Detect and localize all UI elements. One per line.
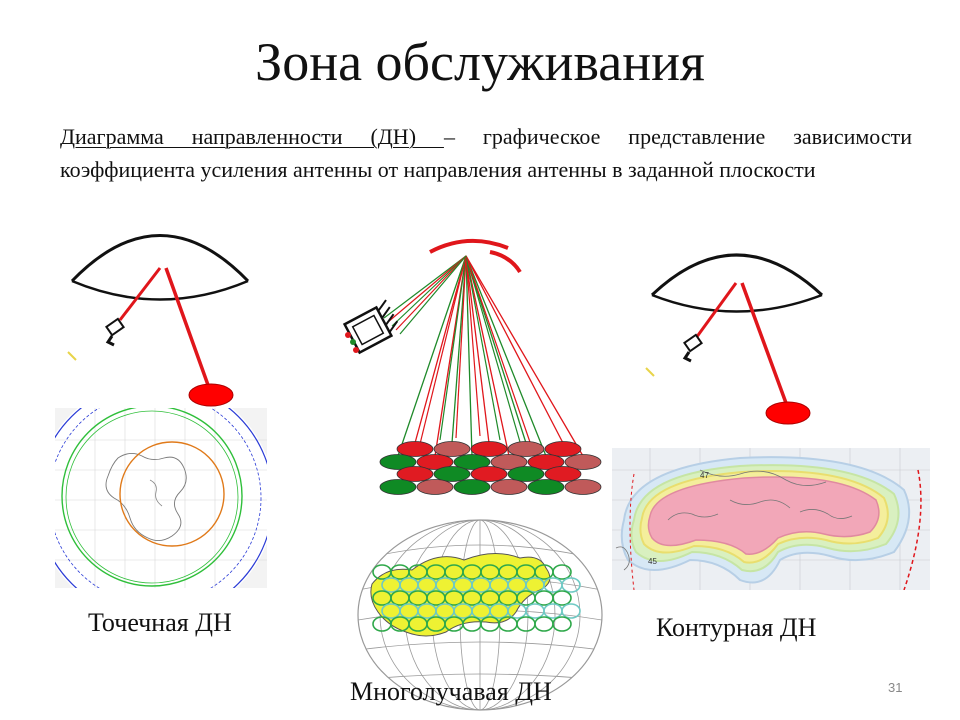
page-number: 31 xyxy=(888,680,903,695)
earth-dome-icon xyxy=(429,238,522,274)
spot-beam-footprint xyxy=(188,383,234,407)
beam-line xyxy=(414,255,467,444)
caption-contour-beam: Контурная ДН xyxy=(656,613,817,642)
beam-cell xyxy=(470,441,508,457)
beam-line xyxy=(399,255,467,335)
beam-cell xyxy=(433,466,471,482)
beam-cell xyxy=(453,479,491,495)
beam-cell xyxy=(507,466,545,482)
beam-line xyxy=(419,255,467,445)
beam-line xyxy=(465,255,564,444)
beam-cell xyxy=(564,479,602,495)
beam-line xyxy=(439,255,467,441)
beam-line xyxy=(465,255,501,441)
beam-line xyxy=(397,255,467,457)
earth-dome-icon xyxy=(70,234,250,301)
globe-cell xyxy=(561,603,581,619)
definition-term: Диаграмма направленности (ДН) xyxy=(60,124,444,149)
contour-beam-diagram: 47 45 xyxy=(612,253,930,590)
beam-line xyxy=(451,255,467,444)
beam-line xyxy=(465,255,490,444)
beam-cell xyxy=(527,454,565,470)
beam-line xyxy=(465,255,521,443)
beam-cell xyxy=(396,466,434,482)
beam-cell xyxy=(507,441,545,457)
spot-coverage-map xyxy=(55,408,267,588)
beam-cell xyxy=(416,479,454,495)
beam-line xyxy=(465,255,510,457)
beam-line xyxy=(465,255,547,457)
satellite-icon xyxy=(645,333,703,377)
globe-beam-cells xyxy=(372,564,581,632)
beam-cells xyxy=(379,441,602,495)
globe-cell xyxy=(561,577,581,593)
contour-coverage-map: 47 45 xyxy=(612,448,930,590)
beam-line xyxy=(395,255,467,331)
globe-cell xyxy=(552,564,572,580)
beam-cell xyxy=(544,466,582,482)
beam-cell xyxy=(396,441,434,457)
earth-dome-icon xyxy=(650,253,824,313)
caption-multibeam: Многолучавая ДН xyxy=(350,677,552,706)
beam-cell xyxy=(564,454,602,470)
beam-cell xyxy=(527,479,565,495)
multibeam-diagram xyxy=(342,238,603,711)
beam-line xyxy=(455,255,467,439)
beam-cell xyxy=(470,466,508,482)
beam-line xyxy=(465,255,473,457)
slide-title: Зона обслуживания xyxy=(255,32,705,92)
beam-line xyxy=(465,255,481,437)
contour-label-47: 47 xyxy=(700,471,709,480)
definition-rest: – графическое представление зависимости … xyxy=(60,124,912,182)
beam-lines xyxy=(383,255,584,457)
globe-icon xyxy=(357,519,603,711)
beam-line xyxy=(383,255,467,319)
beam-line xyxy=(391,255,467,327)
beam-cell xyxy=(416,454,454,470)
satellite-icon xyxy=(342,299,399,355)
beam-cell xyxy=(490,479,528,495)
contour-beam-footprint xyxy=(765,401,811,425)
beam-line xyxy=(465,255,584,457)
beam-cell xyxy=(453,454,491,470)
beam-line xyxy=(465,255,527,444)
beam-line xyxy=(387,255,467,323)
globe-cell xyxy=(552,590,572,606)
beam-cell xyxy=(490,454,528,470)
beam-cell xyxy=(544,441,582,457)
satellite-icon xyxy=(67,317,125,361)
globe-cell xyxy=(552,616,572,632)
beam-cell xyxy=(379,479,417,495)
definition-text: Диаграмма направленности (ДН) – графичес… xyxy=(60,120,912,186)
spot-beam-diagram xyxy=(55,234,267,588)
caption-spot-beam: Точечная ДН xyxy=(88,608,232,637)
beam-cell xyxy=(433,441,471,457)
beam-cell xyxy=(379,454,417,470)
beam-line xyxy=(465,255,533,449)
contour-label-45: 45 xyxy=(648,557,657,566)
